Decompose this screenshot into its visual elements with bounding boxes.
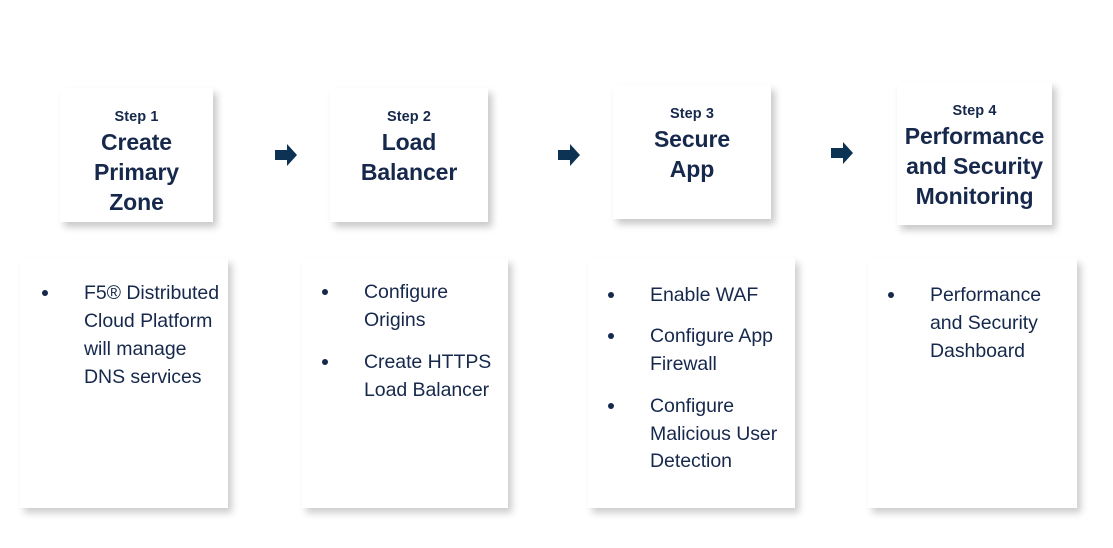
bullet-text: Performance and Security Dashboard bbox=[930, 284, 1042, 362]
bullet-dot-icon bbox=[608, 333, 614, 339]
step-label-3: Step 3 bbox=[669, 106, 715, 122]
bullet-panel-3: Enable WAF Configure App Firewall Config… bbox=[588, 258, 795, 508]
bullet-text: Create HTTPS Load Balancer bbox=[364, 350, 492, 401]
list-item: Performance and Security Dashboard bbox=[888, 282, 1082, 366]
step-label-2: Step 2 bbox=[386, 109, 432, 125]
step-card-1[interactable]: Step 1 Create Primary Zone bbox=[60, 88, 213, 222]
bullet-text: Configure App Firewall bbox=[650, 324, 773, 375]
bullet-dot-icon bbox=[888, 292, 894, 299]
list-item: Configure Malicious User Detection bbox=[608, 393, 805, 477]
bullet-list-2: Configure Origins Create HTTPS Load Bala… bbox=[302, 279, 508, 405]
bullet-text: Configure Origins bbox=[364, 281, 449, 331]
bullet-text: Configure Malicious User Detection bbox=[650, 394, 778, 473]
step-card-3[interactable]: Step 3 Secure App bbox=[613, 85, 771, 219]
bullet-dot-icon bbox=[322, 289, 328, 296]
step-title-4: Performance and Security Monitoring bbox=[904, 123, 1045, 209]
bullet-panel-1: F5® Distributed Cloud Platform will mana… bbox=[20, 258, 228, 508]
list-item: Configure App Firewall bbox=[608, 323, 805, 379]
bullet-panel-4: Performance and Security Dashboard bbox=[868, 258, 1077, 508]
step-title-1: Create Primary Zone bbox=[94, 129, 179, 215]
right-arrow-icon-3 bbox=[831, 141, 853, 165]
bullet-text: Enable WAF bbox=[650, 284, 759, 306]
bullet-list-1: F5® Distributed Cloud Platform will mana… bbox=[20, 280, 228, 392]
list-item: Configure Origins bbox=[322, 279, 514, 335]
list-item: Create HTTPS Load Balancer bbox=[322, 349, 514, 405]
bullet-dot-icon bbox=[608, 402, 614, 409]
step-title-3: Secure App bbox=[653, 126, 731, 183]
bullet-dot-icon bbox=[42, 290, 48, 297]
step-title-2: Load Balancer bbox=[360, 129, 458, 186]
right-arrow-icon-2 bbox=[558, 143, 580, 167]
step-label-1: Step 1 bbox=[114, 109, 159, 125]
right-arrow-icon-1 bbox=[275, 143, 297, 167]
bullet-list-4: Performance and Security Dashboard bbox=[868, 282, 1077, 366]
bullet-list-3: Enable WAF Configure App Firewall Config… bbox=[588, 282, 795, 476]
bullet-dot-icon bbox=[322, 358, 328, 365]
bullet-text: F5® Distributed Cloud Platform will mana… bbox=[84, 282, 219, 388]
step-card-2[interactable]: Step 2 Load Balancer bbox=[330, 88, 488, 222]
step-card-4[interactable]: Step 4 Performance and Security Monitori… bbox=[897, 82, 1052, 225]
list-item: Enable WAF bbox=[608, 282, 805, 310]
list-item: F5® Distributed Cloud Platform will mana… bbox=[42, 280, 236, 392]
bullet-panel-2: Configure Origins Create HTTPS Load Bala… bbox=[302, 258, 508, 508]
bullet-dot-icon bbox=[608, 292, 614, 299]
step-label-4: Step 4 bbox=[952, 103, 997, 119]
